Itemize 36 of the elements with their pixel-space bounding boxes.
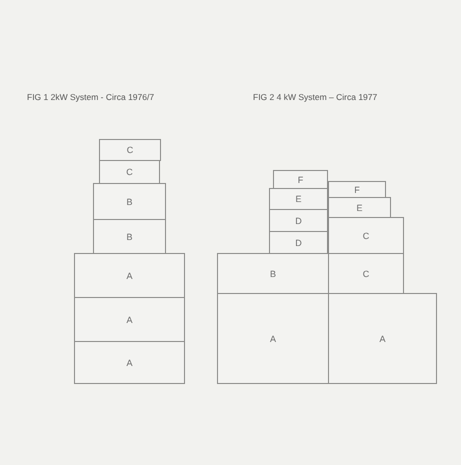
- unit-box: [328, 197, 391, 218]
- unit-letter: D: [295, 216, 302, 226]
- figure-caption: FIG 2 4 kW System – Circa 1977: [253, 92, 378, 102]
- unit-letter: F: [354, 184, 360, 194]
- unit-letter: E: [356, 202, 362, 212]
- unit-box: [93, 183, 166, 220]
- unit-letter: A: [270, 334, 276, 344]
- unit-box: [74, 297, 185, 342]
- unit-letter: A: [126, 314, 132, 324]
- unit-letter: C: [362, 230, 370, 240]
- figure-caption: FIG 1 2kW System - Circa 1976/7: [27, 92, 154, 102]
- unit-box: [74, 341, 185, 384]
- unit-box: [269, 209, 328, 232]
- unit-letter: B: [126, 232, 132, 242]
- unit-letter: C: [126, 145, 134, 155]
- unit-letter: C: [126, 167, 133, 177]
- unit-box: [273, 170, 328, 189]
- unit-box: [74, 253, 185, 298]
- unit-box: [328, 217, 404, 254]
- unit-box: [93, 219, 166, 254]
- unit-letter: A: [379, 334, 386, 344]
- unit-letter: C: [362, 268, 370, 278]
- unit-box: [269, 188, 328, 210]
- unit-letter: B: [126, 196, 132, 206]
- unit-letter: D: [295, 238, 302, 248]
- unit-box: [328, 181, 386, 198]
- unit-box: [99, 160, 160, 184]
- unit-box: [328, 293, 437, 384]
- unit-letter: A: [126, 270, 132, 280]
- unit-box: [217, 293, 329, 384]
- unit-letter: A: [126, 358, 132, 368]
- unit-box: [269, 231, 328, 254]
- unit-letter: F: [298, 174, 304, 184]
- unit-letter: E: [295, 194, 302, 204]
- unit-box: [99, 139, 161, 161]
- unit-letter: B: [270, 268, 276, 278]
